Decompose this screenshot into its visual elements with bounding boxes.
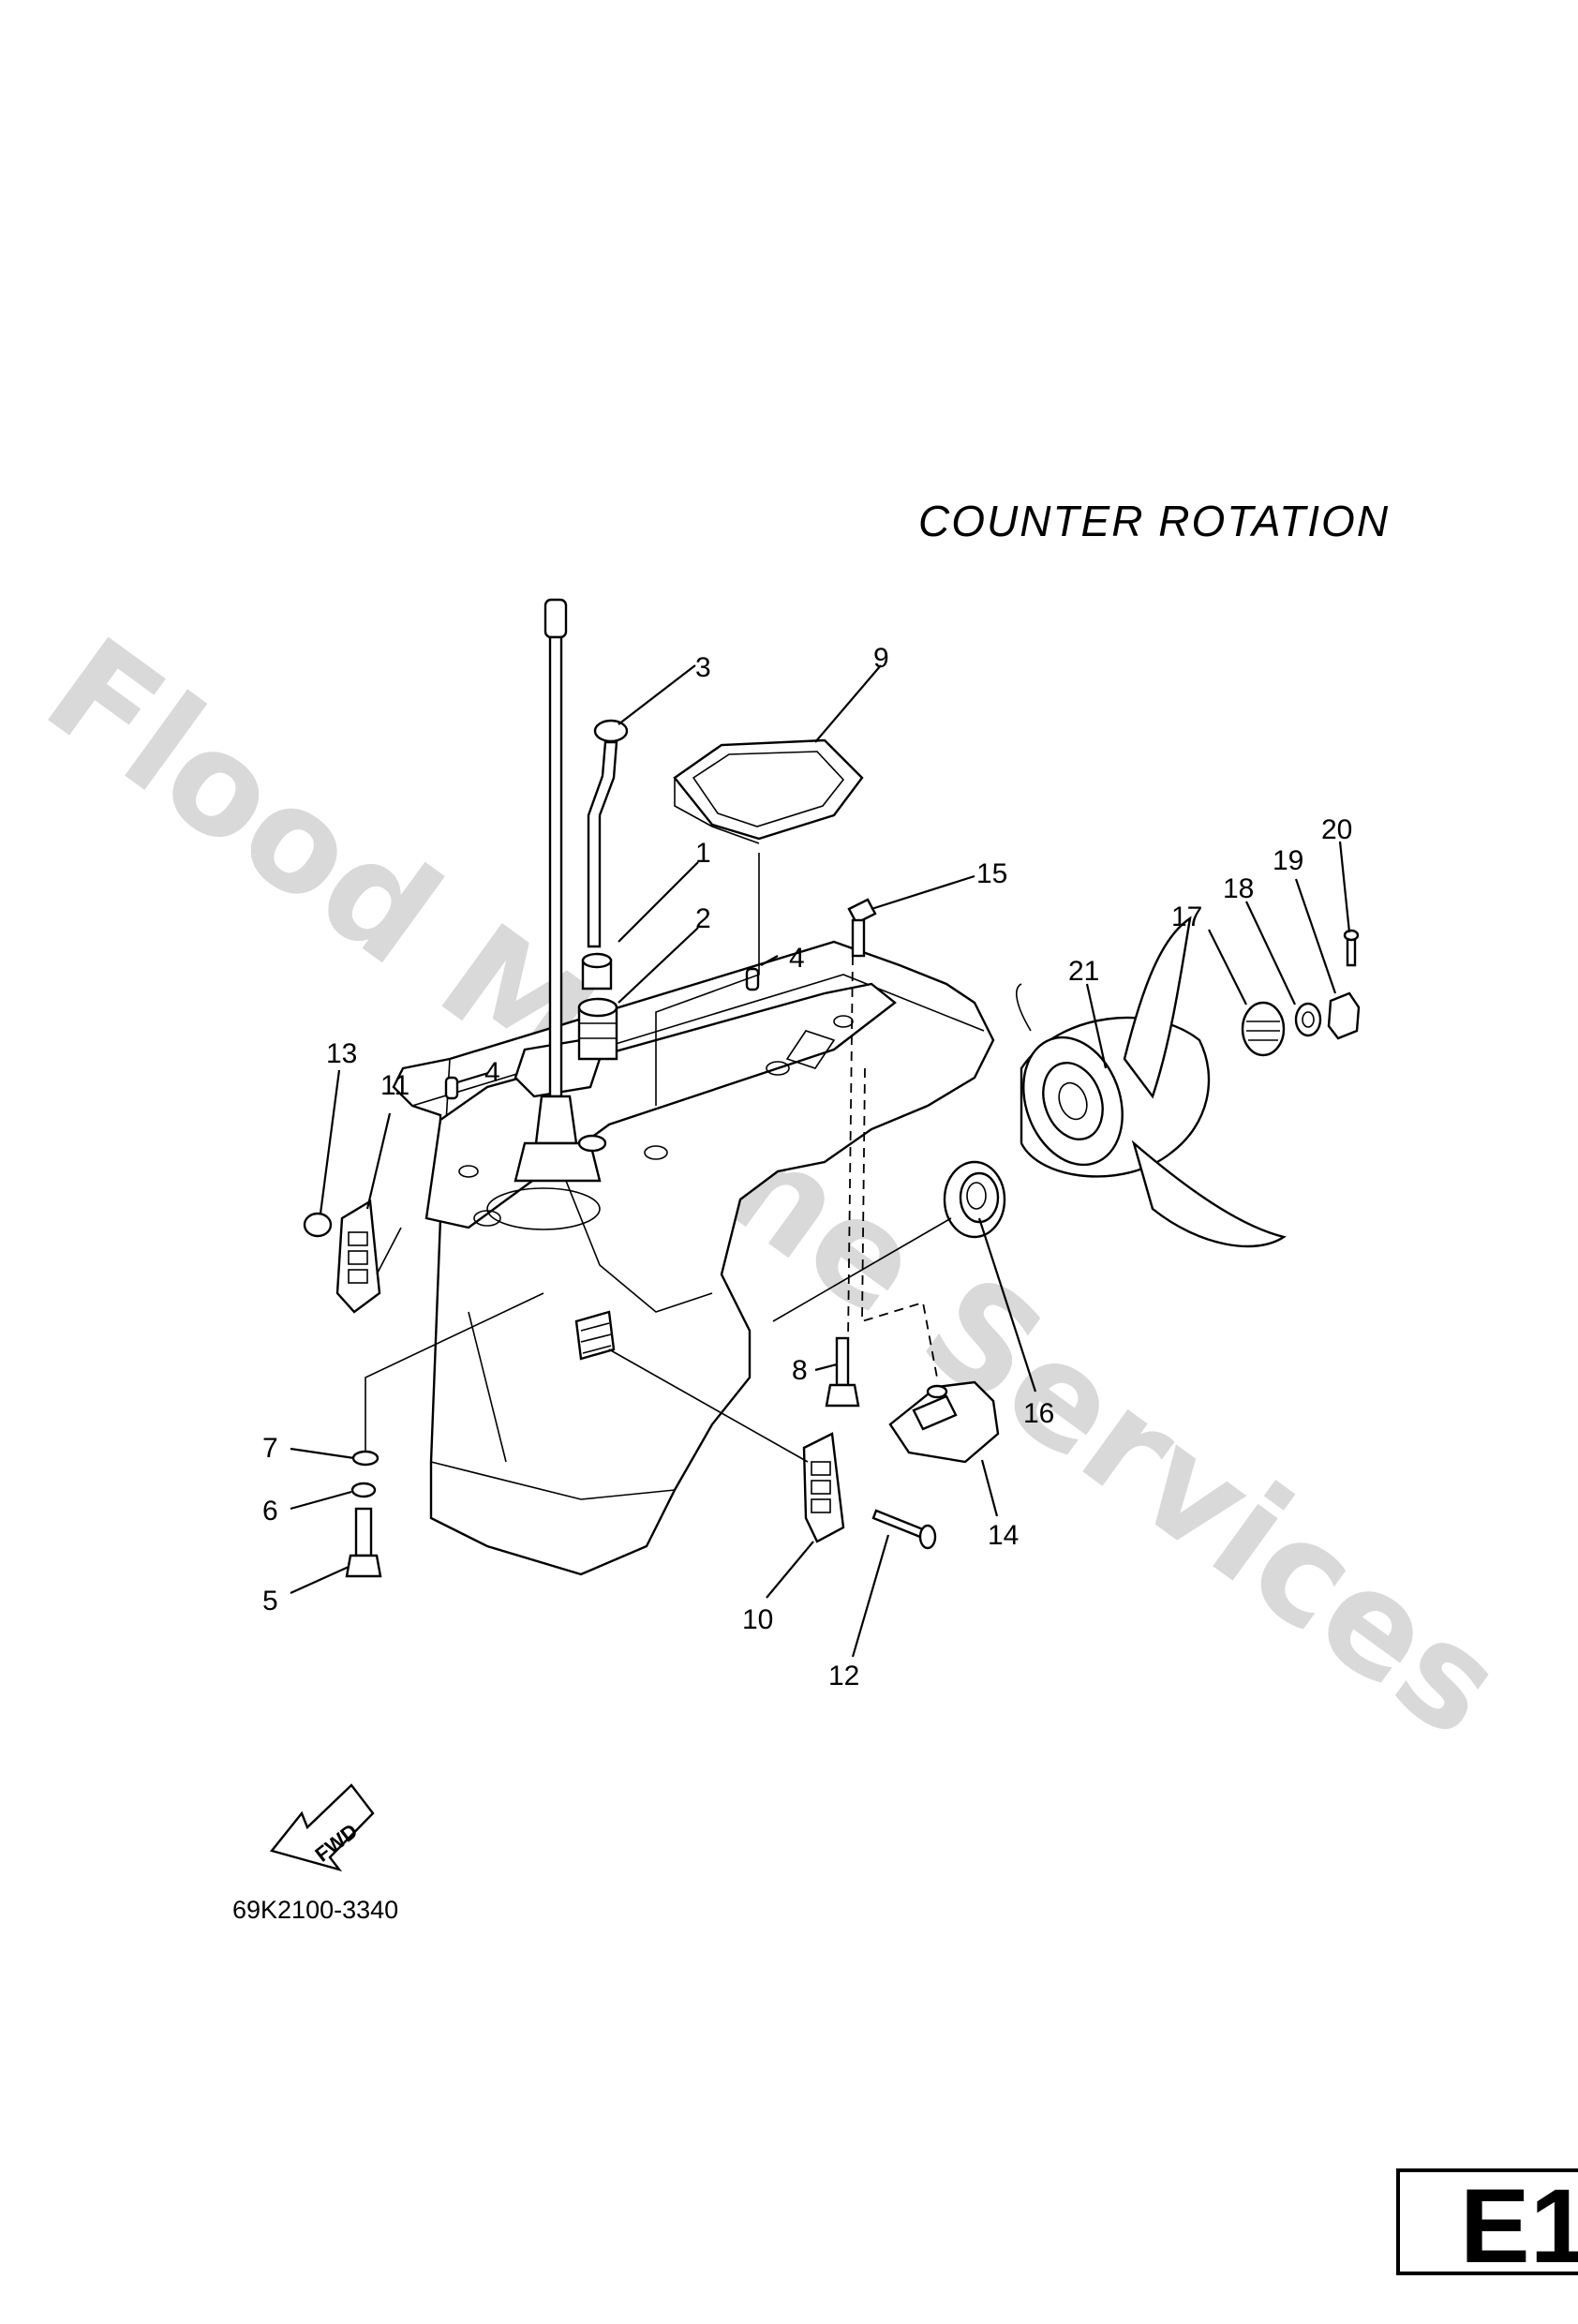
callout-19: 19 [1273,845,1303,876]
prop-hardware [1241,929,1361,1057]
water-tube [587,719,629,948]
drive-shaft [514,598,602,1183]
screw-12 [871,1509,937,1550]
callout-11: 11 [380,1070,409,1101]
fwd-arrow-icon: FWD [269,1783,375,1872]
callout-3: 3 [695,652,711,683]
nut-13 [303,1212,333,1238]
callout-17: 17 [1171,901,1202,932]
page-heading: COUNTER ROTATION [918,497,1390,545]
page-id: E1 [1460,2168,1578,2285]
assembly-lines [365,853,952,1463]
callout-6: 6 [262,1496,278,1527]
washer-7 [351,1450,380,1467]
callout-8: 8 [792,1355,808,1386]
water-inlet-cover-11 [335,1199,381,1314]
callouts: 1 2 3 4 4 5 6 7 8 9 10 11 12 13 14 15 16… [262,643,1352,1691]
callout-12: 12 [828,1661,859,1691]
leader-lines [290,664,1351,1658]
callout-9: 9 [873,643,889,674]
propeller-21 [1016,916,1287,1248]
callout-21: 21 [1068,956,1099,987]
callout-1: 1 [695,838,711,869]
callout-15: 15 [976,858,1007,889]
callout-10: 10 [742,1604,773,1635]
callout-14: 14 [988,1520,1019,1551]
grommets [577,952,618,1153]
bolt-8 [825,1336,860,1408]
gasket [673,738,864,844]
spacer-16 [943,1160,1006,1239]
callout-4: 4 [789,943,805,974]
anode-14 [888,1380,1000,1464]
callout-5: 5 [262,1586,278,1616]
spring-washer-6 [350,1482,377,1498]
callout-4: 4 [484,1057,500,1088]
page-id-box: E1 [1396,2168,1578,2285]
callout-13: 13 [326,1038,357,1069]
bolt-5 [345,1507,382,1578]
water-inlet-cover-10 [802,1432,845,1543]
bolt-15 [847,898,877,958]
dowel-pin [745,967,760,991]
callout-2: 2 [695,903,711,934]
dowel-pin [444,1076,459,1100]
drawing-code: 69K2100-3340 [232,1896,398,1924]
callout-16: 16 [1023,1398,1054,1429]
callout-20: 20 [1321,814,1352,845]
callout-18: 18 [1223,873,1254,904]
callout-7: 7 [262,1433,278,1464]
